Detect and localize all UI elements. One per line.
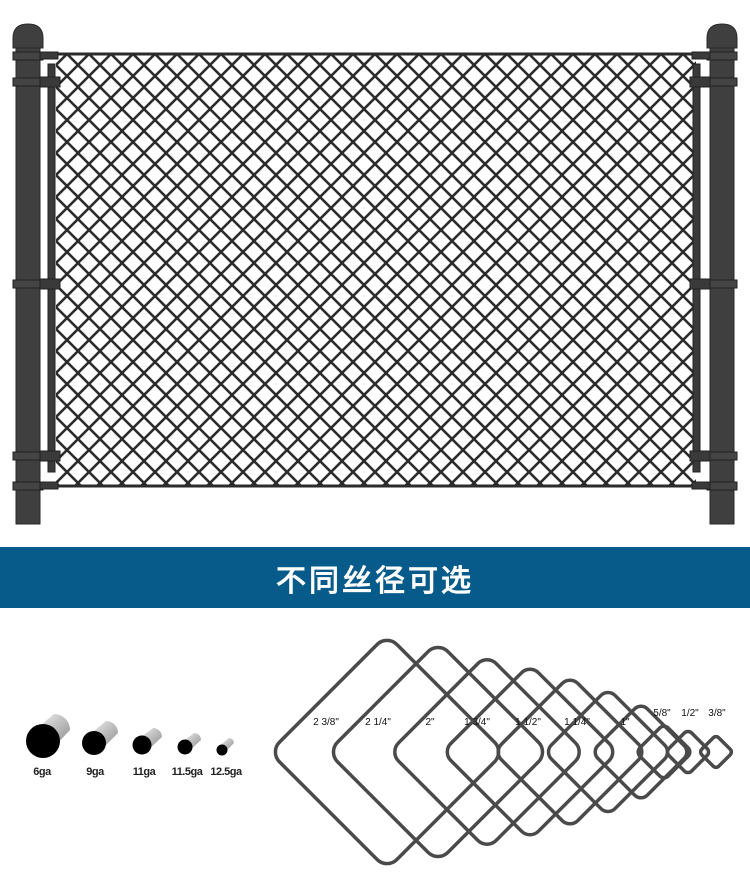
gauge-label: 9ga (86, 766, 104, 778)
mesh-size-label: 5/8" (653, 708, 671, 719)
right-post (689, 23, 738, 525)
title-banner: 不同丝径可选 (0, 547, 750, 608)
diamond-1-1-4 (546, 690, 670, 814)
wire-gauge-icons (26, 714, 234, 758)
mesh-size-label: 1/2" (681, 708, 699, 719)
mesh-size-label: 1" (620, 717, 630, 728)
diamond-1-1-2 (496, 678, 644, 826)
gauge-label: 12.5ga (210, 766, 242, 778)
gauge-11ga-icon (132, 728, 162, 755)
wire-gauge-options: 6ga 9ga 11ga 11.5ga 12.5ga (0, 700, 260, 790)
mesh-size-diamonds (273, 638, 734, 866)
chain-link-fence-illustration (12, 23, 738, 525)
mesh-size-label: 3/8" (708, 708, 726, 719)
mesh-size-label: 2" (425, 717, 435, 728)
mesh-size-label: 1 1/4" (564, 717, 590, 728)
gauge-11-5ga-icon (177, 733, 201, 755)
gauge-label: 11ga (132, 766, 156, 778)
banner-title: 不同丝径可选 (276, 563, 474, 599)
left-post (12, 23, 61, 525)
gauge-9ga-icon (82, 721, 118, 755)
mesh-size-label: 1 3/4" (464, 717, 490, 728)
chain-link-mesh (56, 54, 696, 486)
gauge-label: 6ga (33, 766, 51, 778)
diamond-1-3-4 (445, 667, 615, 837)
mesh-size-options: 2 3/8" 2 1/4" 2" 1 3/4" 1 1/2" 1 1/4" 1"… (0, 620, 750, 890)
mesh-size-label: 2 1/4" (365, 717, 391, 728)
gauge-12-5ga-icon (216, 738, 234, 756)
mesh-size-label: 2 3/8" (313, 717, 339, 728)
gauge-6ga-icon (26, 714, 70, 758)
gauge-label: 11.5ga (171, 766, 203, 778)
diamond-3-8 (698, 734, 734, 770)
diamond-2 (393, 658, 581, 846)
diamond-2-1-4 (331, 645, 545, 859)
diamond-1-2 (665, 729, 711, 775)
mesh-size-label: 1 1/2" (515, 717, 541, 728)
